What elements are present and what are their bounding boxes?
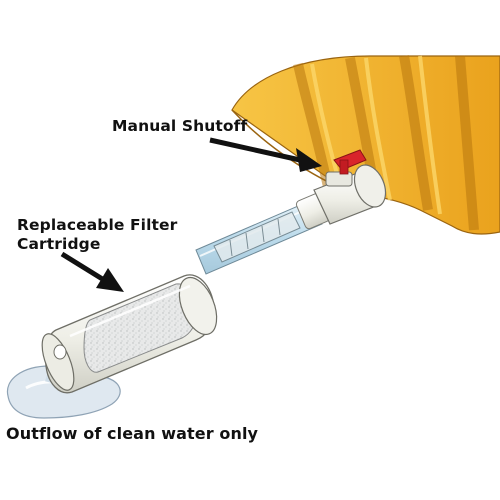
label-manual-shutoff: Manual Shutoff bbox=[112, 117, 247, 136]
label-outflow-text: Outflow of clean water only bbox=[6, 424, 259, 443]
label-manual-shutoff-text: Manual Shutoff bbox=[112, 117, 248, 135]
filter-housing bbox=[41, 274, 218, 394]
arrow-filter-cartridge bbox=[60, 251, 124, 292]
filter-outlet bbox=[53, 344, 67, 360]
shutoff-valve bbox=[313, 149, 387, 225]
arrow-manual-shutoff bbox=[209, 137, 322, 172]
tank-ridge bbox=[455, 55, 479, 231]
label-filter-line1: Replaceable Filter bbox=[17, 216, 178, 234]
label-filter-line2: Cartridge bbox=[17, 235, 101, 253]
connector-hose bbox=[195, 192, 331, 275]
label-replaceable-filter: Replaceable Filter Cartridge bbox=[17, 216, 177, 254]
label-outflow: Outflow of clean water only bbox=[6, 424, 258, 443]
tank-ridge bbox=[399, 55, 433, 211]
